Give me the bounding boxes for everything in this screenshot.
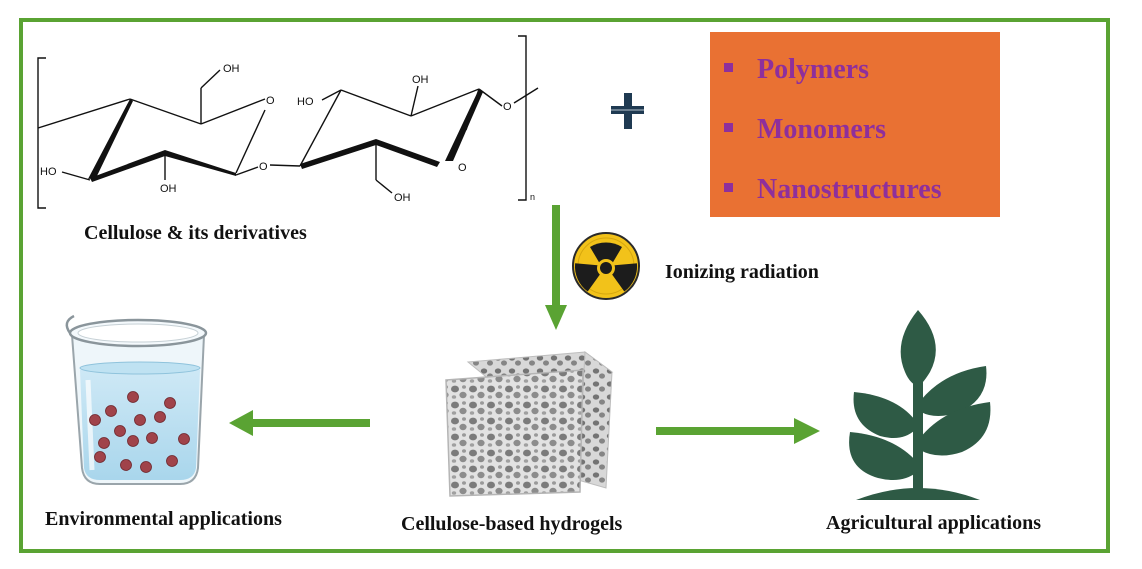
radiation-icon [572, 232, 640, 300]
hydrogels-label: Cellulose-based hydrogels [401, 513, 623, 535]
beaker-icon [65, 314, 208, 485]
arrow-down [545, 205, 567, 330]
o-label: O [266, 95, 275, 107]
bullet-icon [724, 63, 733, 73]
additive-item: Monomers [724, 114, 886, 146]
hydrogel-cube-icon [445, 351, 614, 497]
particles [89, 391, 190, 473]
oh-label: OH [160, 183, 177, 195]
additive-label: Monomers [757, 114, 887, 145]
additive-item: Polymers [724, 54, 869, 86]
environmental-label: Environmental applications [45, 508, 282, 530]
ho-label: HO [40, 166, 57, 178]
additive-item: Nanostructures [724, 174, 942, 206]
oh-label: OH [412, 74, 429, 86]
additives-box: Polymers Monomers Nanostructures [710, 32, 1000, 217]
ho-label: HO [297, 96, 314, 108]
oh-label: OH [394, 192, 411, 204]
plus-icon [611, 93, 644, 129]
agricultural-label: Agricultural applications [826, 512, 1042, 534]
cellulose-structure [37, 35, 539, 209]
cellulose-atom-labels: OH O HO OH O HO OH O O OH n [40, 63, 535, 204]
oh-label: OH [223, 63, 240, 75]
additive-label: Nanostructures [757, 174, 942, 205]
ionizing-radiation-label: Ionizing radiation [665, 261, 819, 283]
bullet-icon [724, 183, 733, 193]
arrow-right [656, 418, 820, 444]
o-label: O [458, 162, 467, 174]
o-label: O [259, 161, 268, 173]
bullet-icon [724, 123, 733, 133]
diagram-frame [19, 18, 1110, 553]
additive-label: Polymers [757, 54, 869, 85]
cellulose-label: Cellulose & its derivatives [84, 222, 307, 244]
o-label: O [503, 101, 512, 113]
plant-icon [849, 310, 991, 500]
arrow-left [229, 410, 370, 436]
repeat-n-label: n [530, 192, 535, 202]
